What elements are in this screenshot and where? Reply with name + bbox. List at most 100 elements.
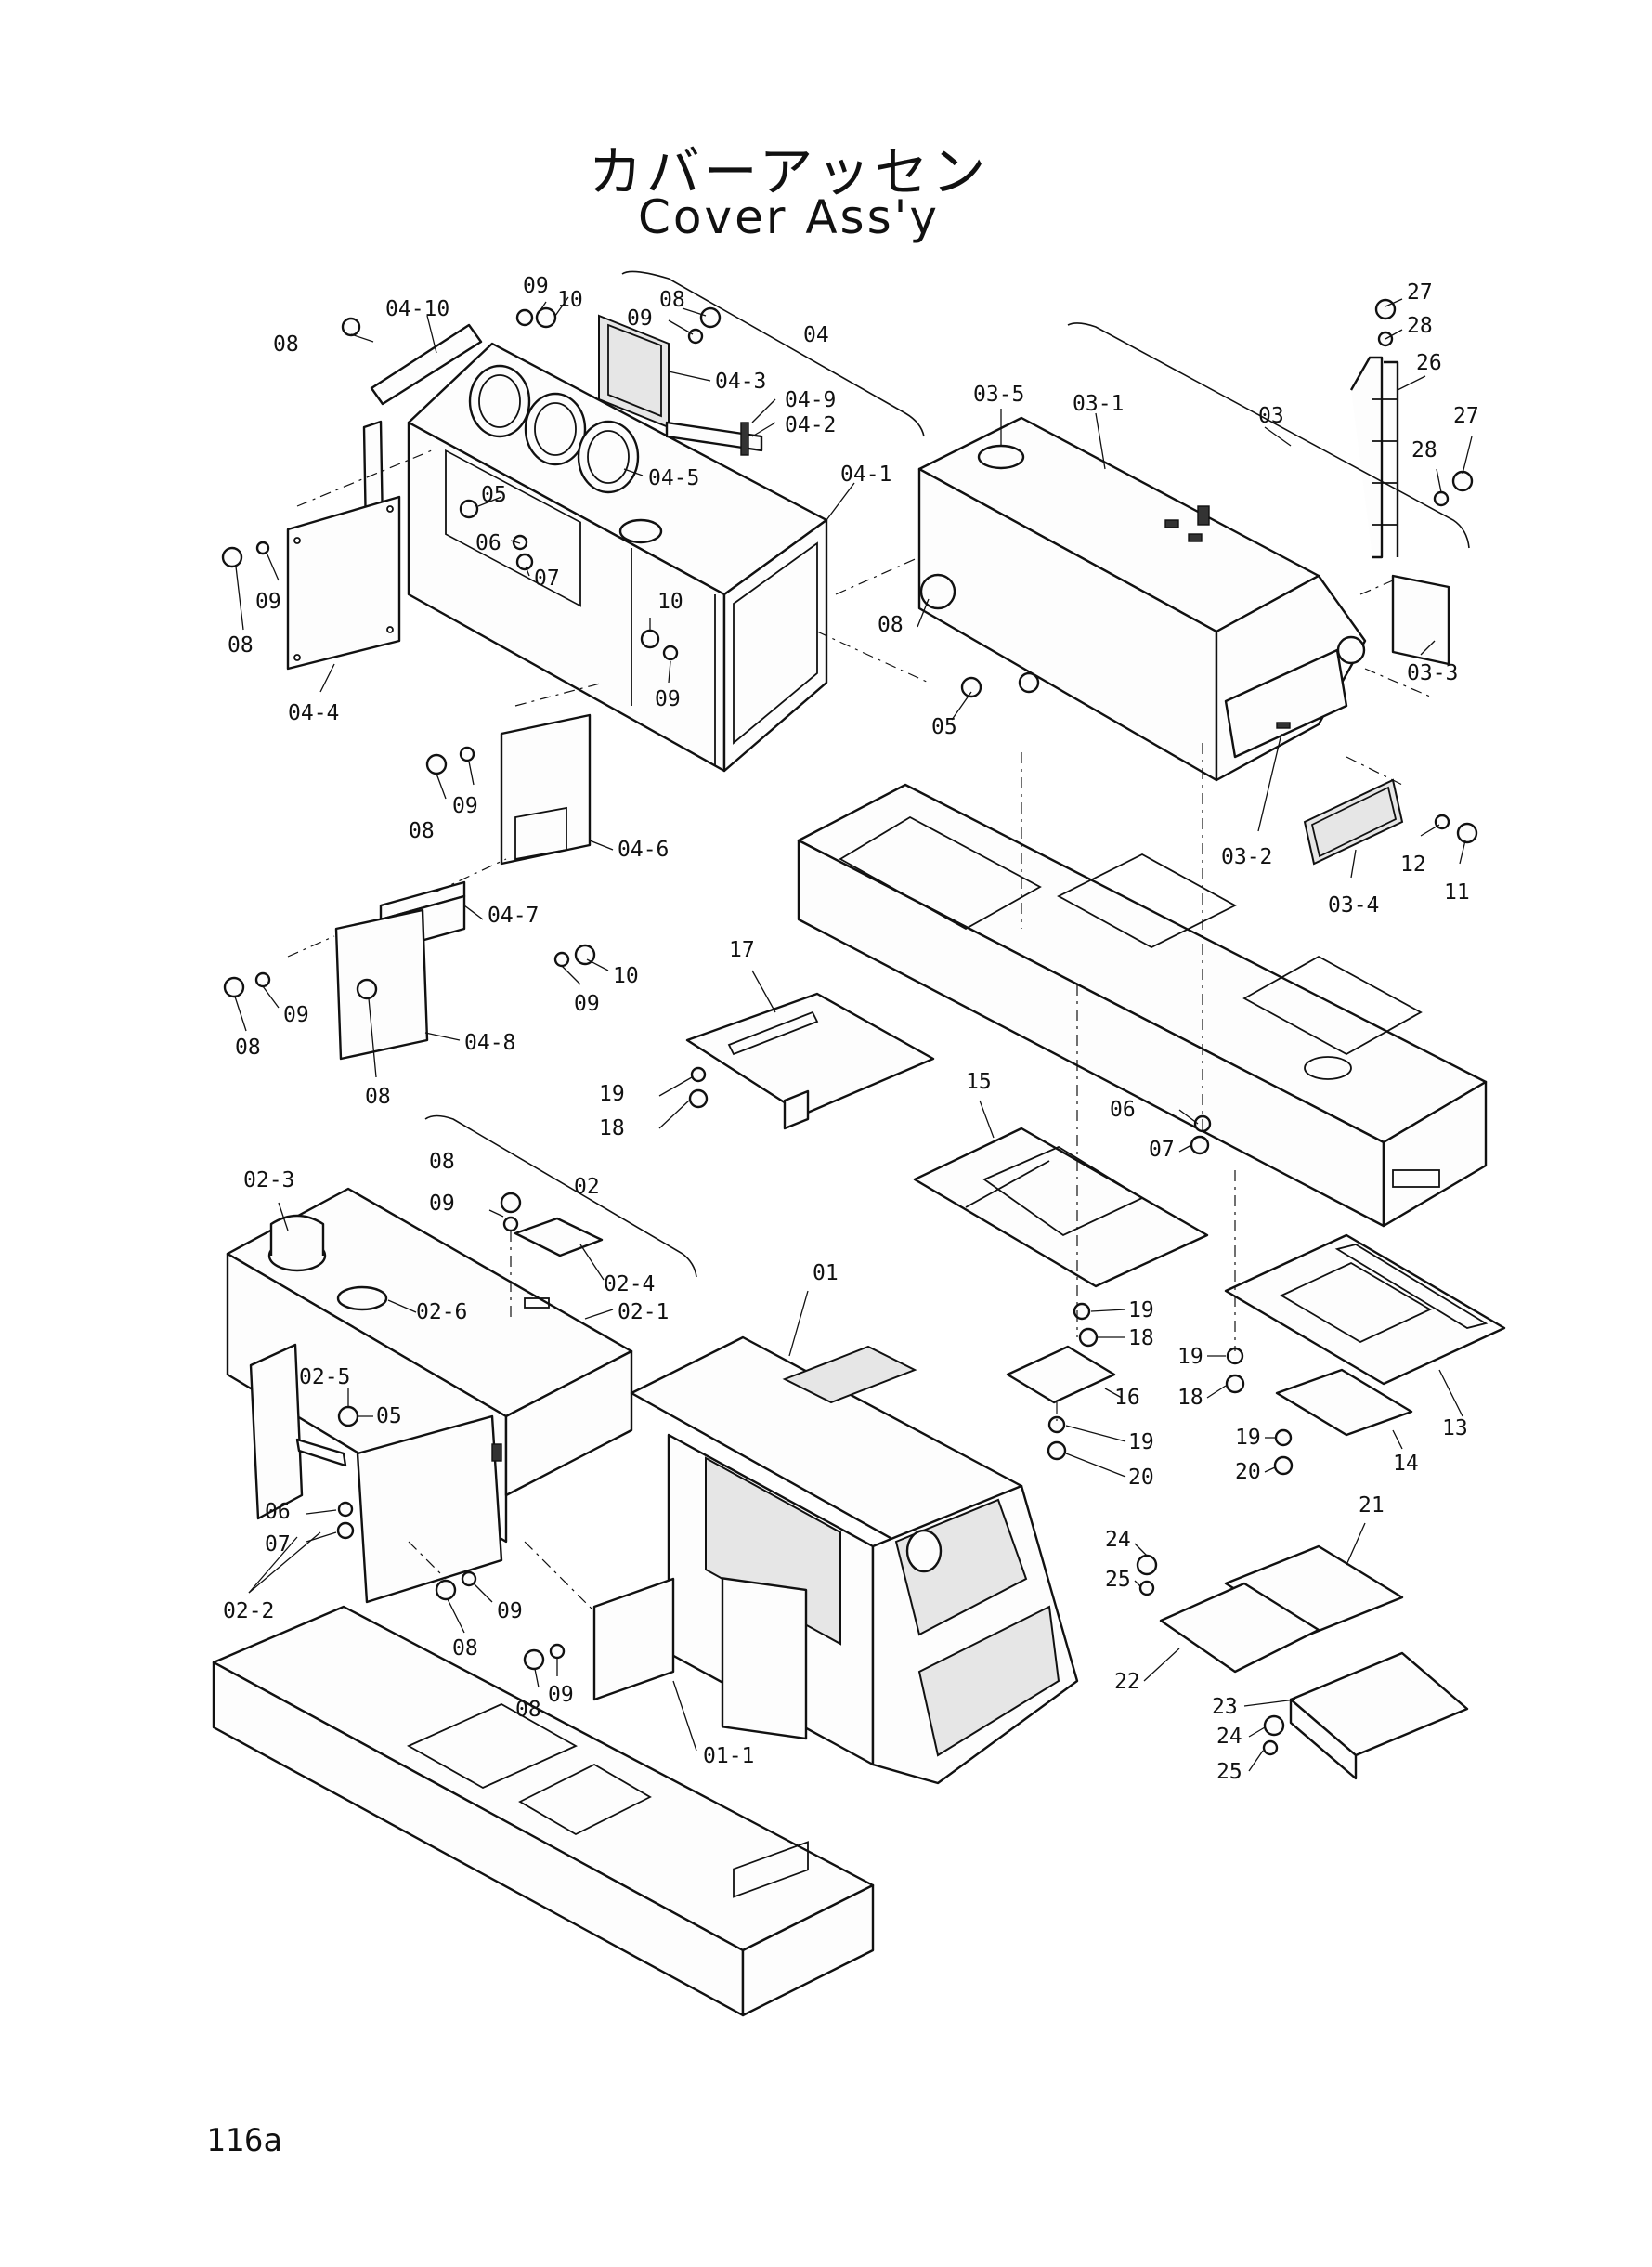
callout: 09 xyxy=(627,306,653,331)
callout: 25 xyxy=(1216,1760,1242,1784)
callout: 19 xyxy=(1235,1426,1261,1450)
page-title-japanese: カバーアッセン xyxy=(588,140,990,203)
callout: 19 xyxy=(1177,1345,1203,1369)
callout: 20 xyxy=(1128,1466,1154,1490)
callout: 08 xyxy=(409,819,435,843)
callout: 02-6 xyxy=(416,1300,467,1324)
callout: 09 xyxy=(523,274,549,298)
part-26-ladder xyxy=(1349,356,1399,559)
callout: 03 xyxy=(1258,404,1284,428)
callout: 10 xyxy=(613,964,639,988)
part-02-4-plate xyxy=(514,1217,604,1257)
callout: 12 xyxy=(1400,853,1426,877)
part-16-plate xyxy=(1006,1345,1116,1404)
callout: 07 xyxy=(1149,1138,1175,1162)
callout: 01-1 xyxy=(703,1744,754,1768)
part-01-1-panel xyxy=(592,1577,675,1701)
callout: 13 xyxy=(1442,1416,1468,1440)
callout: 02-3 xyxy=(243,1168,294,1192)
callout: 18 xyxy=(1128,1326,1154,1350)
page-number: 116a xyxy=(206,2122,282,2159)
callout: 05 xyxy=(481,483,507,507)
callout: 09 xyxy=(548,1683,574,1707)
callout: 08 xyxy=(452,1636,478,1661)
part-14-plate xyxy=(1275,1368,1413,1437)
part-04-8-panel xyxy=(334,908,429,1061)
callout: 06 xyxy=(1110,1098,1136,1122)
callout: 07 xyxy=(265,1532,291,1557)
callout: 05 xyxy=(931,715,957,739)
callout: 08 xyxy=(515,1698,541,1722)
callout: 19 xyxy=(1128,1298,1154,1322)
part-lower-frame xyxy=(212,1605,875,2017)
part-04-4-side-cover xyxy=(286,495,401,671)
hardware-fasteners xyxy=(221,298,1478,1756)
callout: 04-3 xyxy=(715,370,766,394)
callout: 08 xyxy=(228,633,254,658)
callout: 24 xyxy=(1216,1725,1242,1749)
callout: 02-1 xyxy=(618,1300,669,1324)
callout: 02-2 xyxy=(223,1599,274,1623)
callout: 18 xyxy=(599,1116,625,1140)
callout: 25 xyxy=(1105,1568,1131,1592)
callout: 08 xyxy=(878,613,904,637)
callout: 09 xyxy=(429,1192,455,1216)
page-title-english: Cover Ass'y xyxy=(638,190,940,244)
callout: 10 xyxy=(657,590,683,614)
callout: 03-3 xyxy=(1407,661,1458,685)
callout: 03-4 xyxy=(1328,893,1379,918)
callout: 28 xyxy=(1411,438,1437,463)
callout: 04-1 xyxy=(840,463,891,487)
callout: 03-1 xyxy=(1073,392,1124,416)
callout: 26 xyxy=(1416,351,1442,375)
callout: 27 xyxy=(1407,280,1433,305)
part-04-6-plate xyxy=(500,713,592,866)
callout: 09 xyxy=(574,992,600,1016)
callout: 04-5 xyxy=(648,466,699,490)
callout: 24 xyxy=(1105,1528,1131,1552)
callout: 02-5 xyxy=(299,1365,350,1389)
part-01-cab xyxy=(630,1335,1079,1785)
callout: 17 xyxy=(729,938,755,962)
callout: 08 xyxy=(659,288,685,312)
callout: 04-10 xyxy=(385,297,449,321)
callout: 02-4 xyxy=(604,1272,655,1296)
callout: 15 xyxy=(966,1070,992,1094)
callout: 27 xyxy=(1453,404,1479,428)
part-15-plate xyxy=(913,1127,1209,1288)
assembly-braces xyxy=(424,270,1470,1278)
callout: 04-6 xyxy=(618,838,669,862)
callout: 04-8 xyxy=(464,1031,515,1055)
part-03-3-plate xyxy=(1391,574,1450,666)
callout: 02 xyxy=(574,1175,600,1199)
callout: 11 xyxy=(1444,880,1470,905)
callout: 04-4 xyxy=(288,701,339,725)
callout: 07 xyxy=(534,567,560,591)
part-02-2-doors xyxy=(249,1343,503,1604)
callout: 21 xyxy=(1359,1493,1385,1518)
part-04-2-bracket xyxy=(665,421,763,456)
part-17-floor-plate xyxy=(685,992,935,1130)
callout: 23 xyxy=(1212,1695,1238,1719)
callout: 19 xyxy=(599,1082,625,1106)
callout: 20 xyxy=(1235,1460,1261,1484)
callout: 08 xyxy=(365,1085,391,1109)
callout: 28 xyxy=(1407,314,1433,338)
callout: 01 xyxy=(813,1261,839,1285)
callout: 06 xyxy=(475,531,501,555)
callout: 08 xyxy=(429,1150,455,1174)
part-13-plate xyxy=(1224,1233,1506,1386)
part-22-plate xyxy=(1159,1582,1320,1674)
callout-labels: 04-10 08 09 10 08 09 04 04-3 04-9 04-2 0… xyxy=(223,274,1479,1784)
part-23-cover xyxy=(1289,1651,1469,1780)
part-upper-frame xyxy=(797,783,1488,1228)
callout: 03-2 xyxy=(1221,845,1272,869)
assembly-dash-lines xyxy=(287,449,1431,1612)
callout: 09 xyxy=(255,590,281,614)
callout: 04-7 xyxy=(488,904,539,928)
callout: 04-2 xyxy=(785,413,836,437)
callout: 08 xyxy=(235,1036,261,1060)
callout: 22 xyxy=(1114,1670,1140,1694)
callout: 09 xyxy=(283,1003,309,1027)
